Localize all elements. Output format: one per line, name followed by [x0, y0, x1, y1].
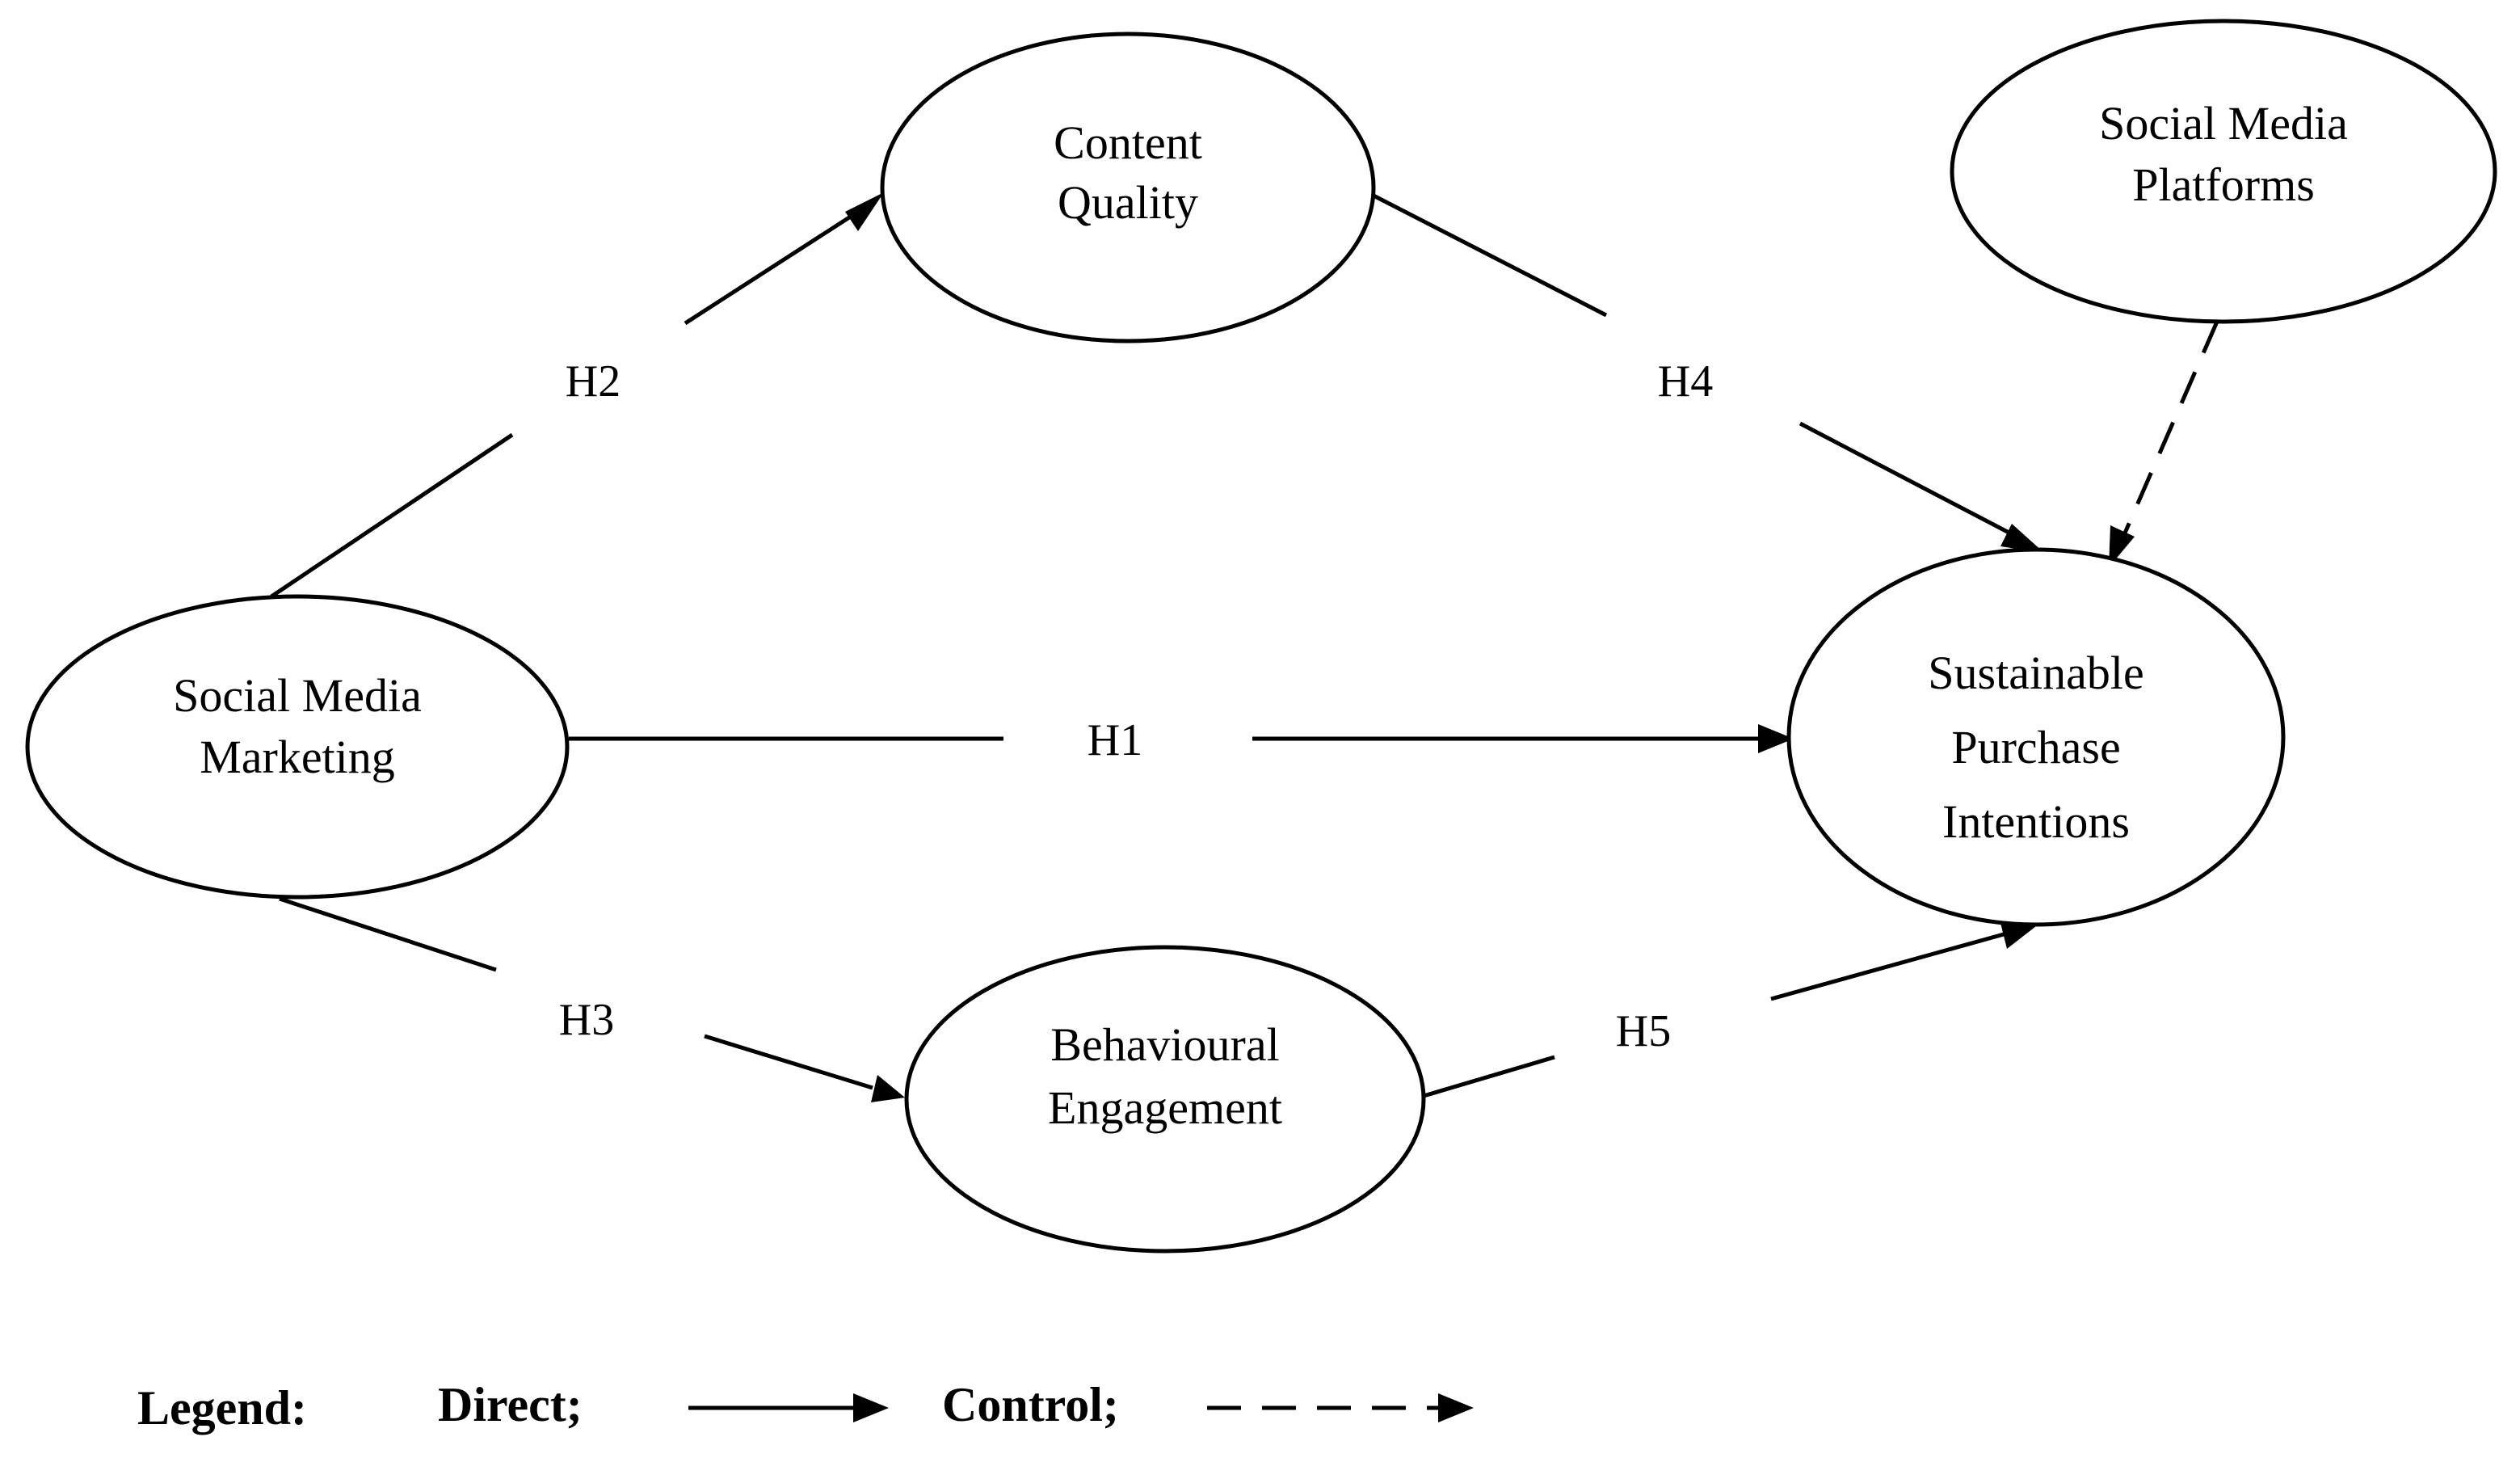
edge-h1: [569, 724, 1794, 753]
node-sustainable-purchase-intentions-ellipse: [1786, 547, 2286, 927]
node-social-media-platforms: Social Media Platforms: [1950, 19, 2497, 324]
node-behavioural-engagement: Behavioural Engagement: [904, 945, 1426, 1254]
legend-direct-arrow-head: [853, 1393, 889, 1422]
edge-h2: [270, 192, 884, 599]
label-h5: H5: [1616, 1006, 1671, 1056]
node-social-media-marketing-line2: Marketing: [200, 731, 395, 783]
edge-h3: [279, 896, 905, 1102]
edge-h4-lower-segment: [1798, 421, 2018, 539]
node-content-quality-ellipse: [880, 32, 1376, 343]
node-behavioural-engagement-ellipse: [904, 945, 1426, 1254]
edge-h3-arrowhead: [871, 1075, 905, 1102]
edge-h1-arrowhead: [1758, 724, 1794, 753]
legend-direct-arrow: [688, 1393, 889, 1422]
edge-h3-lower-segment: [704, 1034, 873, 1090]
edge-h2-lower-segment: [270, 432, 514, 599]
legend-direct-label: Direct;: [438, 1378, 583, 1431]
label-h3: H3: [559, 995, 614, 1045]
label-h2: H2: [566, 356, 621, 407]
legend-control-label: Control;: [942, 1378, 1119, 1431]
edge-h4: [1372, 193, 2044, 553]
node-content-quality-line2: Quality: [1058, 176, 1198, 229]
node-sustainable-purchase-intentions-line3: Intentions: [1942, 795, 2130, 848]
edge-h5: [1423, 923, 2036, 1098]
node-sustainable-purchase-intentions-line1: Sustainable: [1928, 647, 2143, 699]
node-social-media-platforms-line1: Social Media: [2099, 97, 2348, 150]
edge-control-arrowhead: [2109, 525, 2135, 567]
legend-control-arrow-head: [1438, 1393, 1474, 1422]
node-behavioural-engagement-line1: Behavioural: [1050, 1018, 1279, 1071]
edge-control-dashed-line: [2121, 321, 2219, 537]
node-social-media-marketing-ellipse: [25, 594, 570, 900]
edge-h2-upper-segment: [684, 209, 860, 326]
edge-h4-arrowhead: [2000, 524, 2044, 553]
node-social-media-marketing: Social Media Marketing: [25, 594, 570, 900]
label-h1: H1: [1088, 715, 1142, 765]
legend: Legend: Direct; Control;: [137, 1378, 1474, 1435]
node-sustainable-purchase-intentions-line2: Purchase: [1951, 721, 2120, 773]
edge-h5-arrowhead: [2000, 923, 2036, 949]
node-social-media-platforms-line2: Platforms: [2132, 158, 2315, 211]
edge-control: [2109, 321, 2219, 567]
edge-h3-upper-segment: [279, 896, 497, 972]
legend-title: Legend:: [137, 1381, 307, 1435]
node-social-media-marketing-line1: Social Media: [173, 669, 422, 722]
legend-control-arrow: [1207, 1393, 1474, 1422]
edge-h5-upper-segment: [1770, 932, 2005, 1001]
edge-h4-upper-segment: [1372, 193, 1608, 318]
node-sustainable-purchase-intentions: Sustainable Purchase Intentions: [1786, 547, 2286, 927]
label-h4: H4: [1658, 356, 1713, 407]
node-content-quality: Content Quality: [880, 32, 1376, 343]
node-behavioural-engagement-line2: Engagement: [1048, 1081, 1282, 1134]
node-content-quality-line1: Content: [1054, 116, 1202, 169]
edge-h5-lower-segment: [1423, 1055, 1555, 1098]
node-social-media-platforms-ellipse: [1950, 19, 2497, 324]
edge-h2-arrowhead: [845, 192, 884, 231]
